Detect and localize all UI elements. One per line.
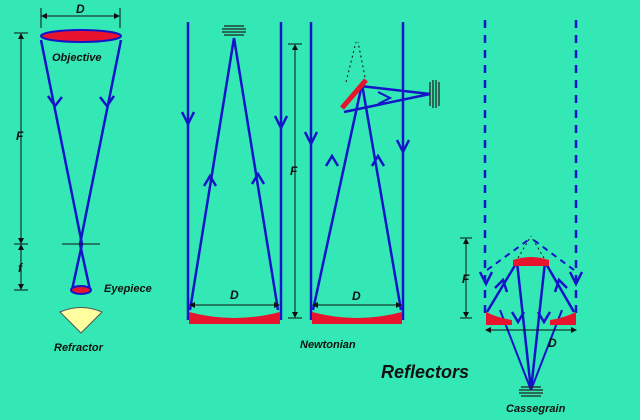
refractor-F-label: F bbox=[16, 129, 24, 143]
cassegrain-label: Cassegrain bbox=[506, 403, 566, 415]
reflectors-label: Reflectors bbox=[381, 362, 469, 382]
eye-cone bbox=[59, 307, 103, 334]
newtonian-virtual-ray-a bbox=[345, 41, 357, 83]
cassegrain-virtual-ray-a bbox=[486, 237, 532, 271]
cassegrain-ray-c bbox=[515, 261, 533, 391]
newtonian-diagonal-mirror bbox=[340, 78, 368, 110]
newtonian-left-arrow-4 bbox=[250, 171, 266, 185]
cassegrain-ray-a bbox=[485, 261, 519, 313]
newtonian-left-mirror bbox=[189, 312, 280, 324]
cassegrain-virtual-ray-b bbox=[530, 237, 575, 271]
newtonian-right-ray-out-a bbox=[343, 92, 431, 114]
newtonian-label: Newtonian bbox=[300, 339, 356, 351]
refractor-label: Refractor bbox=[54, 342, 104, 354]
newtonian-virtual-ray-b bbox=[357, 41, 367, 83]
cassegrain-focus-dot-b bbox=[530, 235, 545, 259]
objective-lens bbox=[40, 29, 122, 43]
newtonian-left-d-label: D bbox=[230, 288, 239, 302]
newtonian-left-ray-a bbox=[188, 37, 236, 311]
objective-label: Objective bbox=[52, 52, 102, 64]
newtonian-left-ray-b bbox=[232, 37, 280, 311]
newtonian-right-image-plate bbox=[429, 80, 440, 108]
refractor-ray-left bbox=[39, 39, 84, 245]
cassegrain-ray-b bbox=[543, 261, 576, 313]
newtonian-right-arrow-3 bbox=[324, 153, 340, 167]
cassegrain-arrow-1 bbox=[478, 271, 494, 287]
newtonian-left-arrow-1 bbox=[180, 111, 196, 127]
refractor-ray-arrow-left bbox=[46, 95, 63, 109]
cassegrain-arrow-4 bbox=[553, 277, 568, 293]
eyepiece-lens bbox=[70, 285, 92, 295]
cassegrain-focus-dot-a bbox=[517, 235, 532, 259]
newtonian-left-image-plate bbox=[222, 25, 246, 36]
cassegrain-group: F D Cassegrain bbox=[460, 20, 584, 415]
newtonian-right-d-label: D bbox=[352, 289, 361, 303]
newtonian-left-arrow-3 bbox=[202, 173, 218, 187]
newtonian-right-mirror bbox=[312, 312, 402, 324]
refractor-d-label: D bbox=[76, 2, 85, 16]
newtonian-right-arrow-1 bbox=[303, 131, 319, 147]
refractor-f-label: f bbox=[18, 261, 23, 275]
cassegrain-F-label: F bbox=[462, 272, 470, 286]
cassegrain-arrow-5 bbox=[510, 311, 526, 325]
refractor-group: D Objective F f Eyepiece Refractor bbox=[14, 2, 152, 354]
newtonian-group: D F D Newton bbox=[180, 22, 440, 351]
newtonian-right-ray-b bbox=[360, 83, 403, 311]
refractor-ray-right bbox=[78, 39, 123, 245]
cassegrain-d-label: D bbox=[548, 336, 557, 350]
cassegrain-arrow-2 bbox=[568, 271, 584, 287]
cassegrain-image-plate bbox=[519, 386, 543, 397]
refractor-ray-arrow-right bbox=[99, 95, 116, 109]
cassegrain-ray-d bbox=[529, 261, 547, 391]
newtonian-F-label: F bbox=[290, 164, 298, 178]
refractor-ray-left-lower bbox=[70, 243, 84, 291]
newtonian-right-ray-a bbox=[311, 83, 364, 311]
refractor-ray-right-lower bbox=[78, 243, 92, 291]
cassegrain-primary-left bbox=[486, 312, 512, 325]
cassegrain-arrow-3 bbox=[494, 277, 509, 293]
newtonian-right-ray-out-b bbox=[359, 84, 431, 96]
cassegrain-arrow-6 bbox=[536, 311, 552, 325]
newtonian-right-arrow-5 bbox=[377, 91, 393, 105]
cassegrain-primary-right bbox=[550, 312, 576, 325]
cassegrain-secondary-mirror bbox=[513, 257, 549, 266]
newtonian-right-arrow-2 bbox=[395, 139, 411, 155]
eyepiece-label: Eyepiece bbox=[104, 283, 152, 295]
newtonian-right-arrow-4 bbox=[370, 153, 386, 167]
newtonian-left-arrow-2 bbox=[273, 115, 289, 131]
